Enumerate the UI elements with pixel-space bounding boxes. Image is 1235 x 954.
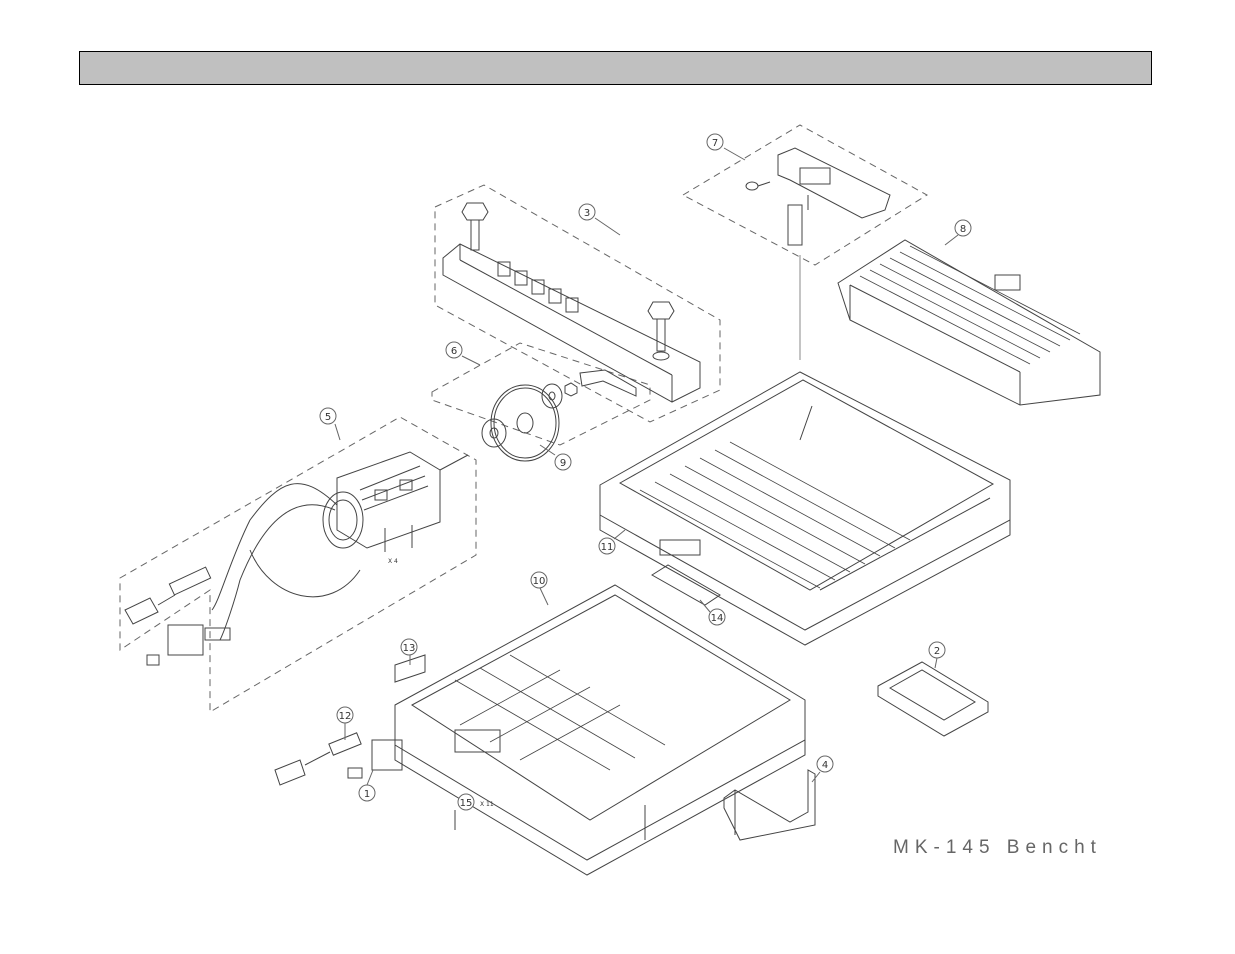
part-11-table	[600, 255, 1010, 645]
group-boundaries	[120, 125, 927, 712]
part-3-fence	[443, 203, 700, 402]
group-6-boundary	[432, 343, 650, 445]
callout-7: 7	[712, 138, 718, 149]
callout-13: 13	[403, 643, 416, 654]
part-6-9-blade	[482, 370, 636, 461]
callout-4: 4	[822, 760, 828, 771]
quantity-labels: X 4 X 11	[388, 558, 494, 808]
qty-motor-screws: X 4	[388, 558, 398, 565]
model-label: MK-145 Bencht	[893, 837, 1102, 858]
callout-2: 2	[934, 646, 940, 657]
callout-12: 12	[339, 711, 352, 722]
callout-5: 5	[325, 412, 331, 423]
part-5-motor	[125, 452, 468, 665]
group-5-boundary	[120, 417, 476, 712]
part-8-tray	[838, 240, 1100, 405]
qty-base-screws: X 11	[480, 801, 494, 808]
part-2-pad	[878, 662, 988, 736]
callout-14: 14	[711, 613, 724, 624]
callout-leaders	[335, 148, 958, 785]
part-4-handle	[724, 770, 815, 840]
callout-1: 1	[364, 789, 370, 800]
callout-8: 8	[960, 224, 966, 235]
callout-10: 10	[533, 576, 546, 587]
part-14-label	[652, 565, 720, 605]
callout-15: 15	[460, 798, 473, 809]
callout-11: 11	[601, 542, 614, 553]
callout-numbers: 1 2 3 4 5 6 7 8 9 10 11 12 13 14 15	[325, 138, 966, 809]
callout-9: 9	[560, 458, 566, 469]
part-7-bracket	[746, 148, 890, 245]
part-12-1-cord-switch	[275, 733, 402, 785]
part-10-base	[395, 585, 805, 875]
callout-6: 6	[451, 346, 457, 357]
callout-3: 3	[584, 208, 590, 219]
